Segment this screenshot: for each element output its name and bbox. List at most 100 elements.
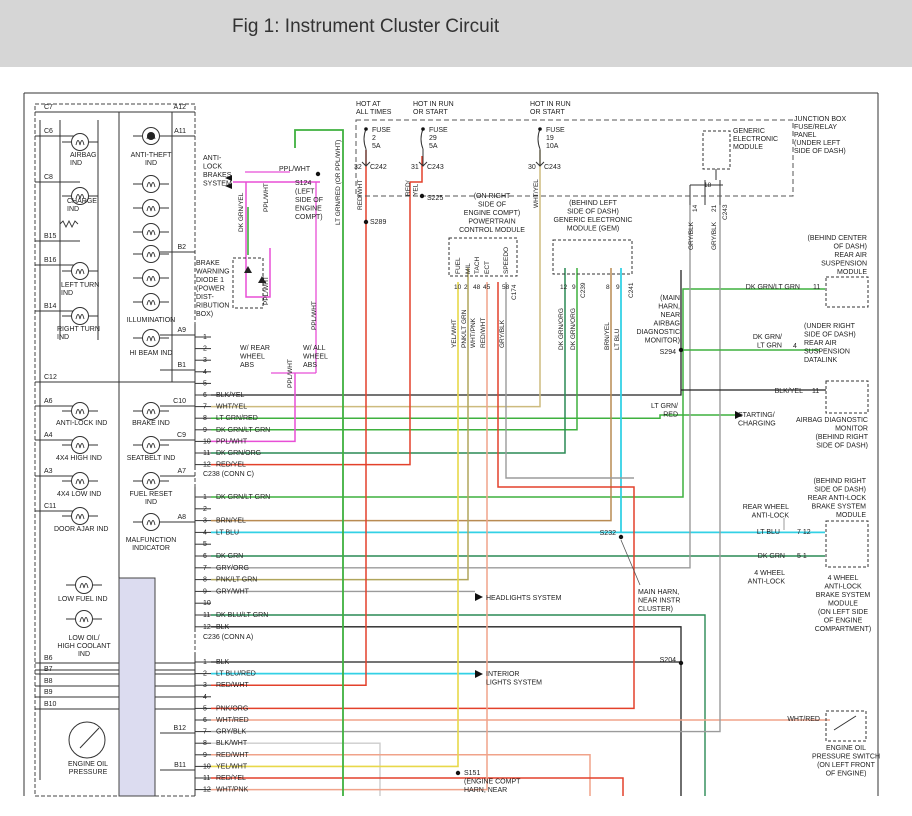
- wire-brn-yel: [211, 268, 612, 522]
- connector_b-wire-7: GRY/BLK: [216, 729, 247, 736]
- connector-a11: A11: [174, 128, 186, 135]
- connector_b-pin-5: 5: [203, 705, 207, 712]
- indicator-lamp-r8: [142, 402, 160, 420]
- wire-label-wht-yel: WHT/YEL: [533, 179, 540, 208]
- fuse-terminal-2: [538, 127, 542, 131]
- indicator-label-r3: BRAKE IND: [132, 420, 170, 427]
- indicator-lamp-r8-filament: [146, 409, 156, 415]
- connector_c-wire-10: PPL/WHT: [216, 438, 248, 445]
- connector_a-pin-2: 2: [203, 506, 207, 513]
- s124-splice: [315, 171, 321, 177]
- jb-connector-label: C243: [722, 204, 729, 220]
- wire-ppl-wht: [211, 373, 296, 443]
- wire-pnk-lt-grn: [211, 268, 469, 581]
- pcm-box: [448, 237, 518, 277]
- indicator-lamp-r6-filament: [146, 300, 156, 306]
- instrument-cluster-box: [34, 103, 196, 797]
- connector_c-pin-1: 1: [203, 334, 207, 341]
- pcm-wire-1: PNK/LT GRN: [461, 309, 468, 348]
- arrow-right-icon-3: [475, 670, 483, 678]
- connector_a-wire-7: GRY/ORG: [216, 565, 249, 572]
- gem-fuse-module: [702, 130, 731, 170]
- indicator-label-r4: SEATBELT IND: [127, 455, 176, 462]
- connector_a-pin-11: 11: [203, 612, 210, 619]
- connector_c-pin-5: 5: [203, 380, 207, 387]
- wire-label-lt-blu-abs: LT BLU: [757, 529, 780, 536]
- wire-ppl-wht-abs: [271, 182, 317, 374]
- fuse-conn-0: C242: [370, 164, 387, 171]
- fuse-element-2: [537, 128, 541, 150]
- wire-label-red-wht: RED/WHT: [357, 180, 364, 210]
- jb-pin-18: 18: [704, 182, 712, 189]
- connector-b7: B7: [44, 666, 53, 673]
- s204-splice: [678, 660, 684, 666]
- pcm-num-1: 2: [464, 284, 468, 291]
- rear-air-module-box: [825, 276, 869, 308]
- wires-layer: [59, 128, 857, 796]
- connector_c-pin-2: 2: [203, 346, 207, 353]
- pcm-wire-0: YEL/WHT: [451, 319, 458, 348]
- pcm-pin-mil: MIL: [465, 263, 472, 274]
- pcm-num-0: 10: [454, 284, 462, 291]
- connector-b9: B9: [44, 689, 53, 696]
- s294-splice: [678, 347, 684, 353]
- indicator-lamp-r2: [142, 199, 160, 217]
- s289-label: S289: [370, 219, 386, 226]
- connector_c-pin-6: 6: [203, 392, 207, 399]
- indicator-lamp-9-filament: [79, 617, 89, 623]
- labels-layer: C7C6C8B15B16B14C12A6A4A3C11B6B7B8B9B10AI…: [44, 101, 880, 794]
- connector_a-pin-3: 3: [203, 518, 207, 525]
- indicator-lamp-1-filament: [75, 194, 85, 200]
- connector-a7: A7: [177, 468, 186, 475]
- indicator-lamp-r11: [142, 513, 160, 531]
- connector-b2: B2: [177, 244, 186, 251]
- connector_c-wire-8: LT GRN/RED: [216, 415, 258, 422]
- indicator-label-5: 4X4 HIGH IND: [56, 455, 102, 462]
- gauge-needle: [79, 727, 100, 749]
- connector_c-wire-11: DK GRN/ORG: [216, 450, 261, 457]
- gem-num-2: 8: [606, 284, 610, 291]
- wire-gry-blk-pcm: [505, 282, 634, 479]
- connector_b-wire-1: BLK: [216, 659, 230, 666]
- arrow-left-icon-2: [225, 183, 232, 189]
- connector_a-wire-3: BRN/YEL: [216, 518, 246, 525]
- indicator-lamp-r10: [142, 472, 160, 490]
- connector_c-pin-8: 8: [203, 415, 207, 422]
- gem-wire-2: BRN/YEL: [604, 322, 611, 350]
- wire-lt-grn-red: [211, 414, 735, 419]
- indicator-lamp-3-filament: [75, 314, 85, 320]
- connector_c-wire-6: BLK/YEL: [216, 392, 245, 399]
- connector_b-pin-11: 11: [203, 775, 210, 782]
- s225-splice: [419, 193, 425, 199]
- indicator-lamp-r10-filament: [146, 479, 156, 485]
- connector-a6: A6: [44, 398, 53, 405]
- arrow-right-icon: [735, 411, 743, 419]
- wire-label-lt-grn-red: LT GRN/RED (OR PPL/WHT): [335, 140, 342, 225]
- connector_c-pin-9: 9: [203, 427, 207, 434]
- pcm-wire-3: RED/WHT: [480, 318, 487, 348]
- wire-blk-a: [211, 626, 682, 796]
- fuse-pin-1: 31: [411, 164, 419, 171]
- connector_b-pin-9: 9: [203, 752, 207, 759]
- jb-wire-gry-blk-1: GRY/BLK: [688, 221, 695, 250]
- indicator-lamp-r5: [142, 269, 160, 287]
- fuse-pin-0: 32: [354, 164, 362, 171]
- wire-dk-grn-lt-grn: [211, 268, 578, 431]
- airbag-pin-11: 11: [812, 388, 819, 395]
- connector_a-pin-1: 1: [203, 494, 207, 501]
- pcm-num-3: 45: [483, 284, 491, 291]
- pcm-wire-2: WHT/PNK: [470, 317, 477, 348]
- connector_b-wire-5: PNK/ORG: [216, 705, 248, 712]
- indicator-lamp-7-filament: [75, 514, 85, 520]
- connector_b-pin-8: 8: [203, 740, 207, 747]
